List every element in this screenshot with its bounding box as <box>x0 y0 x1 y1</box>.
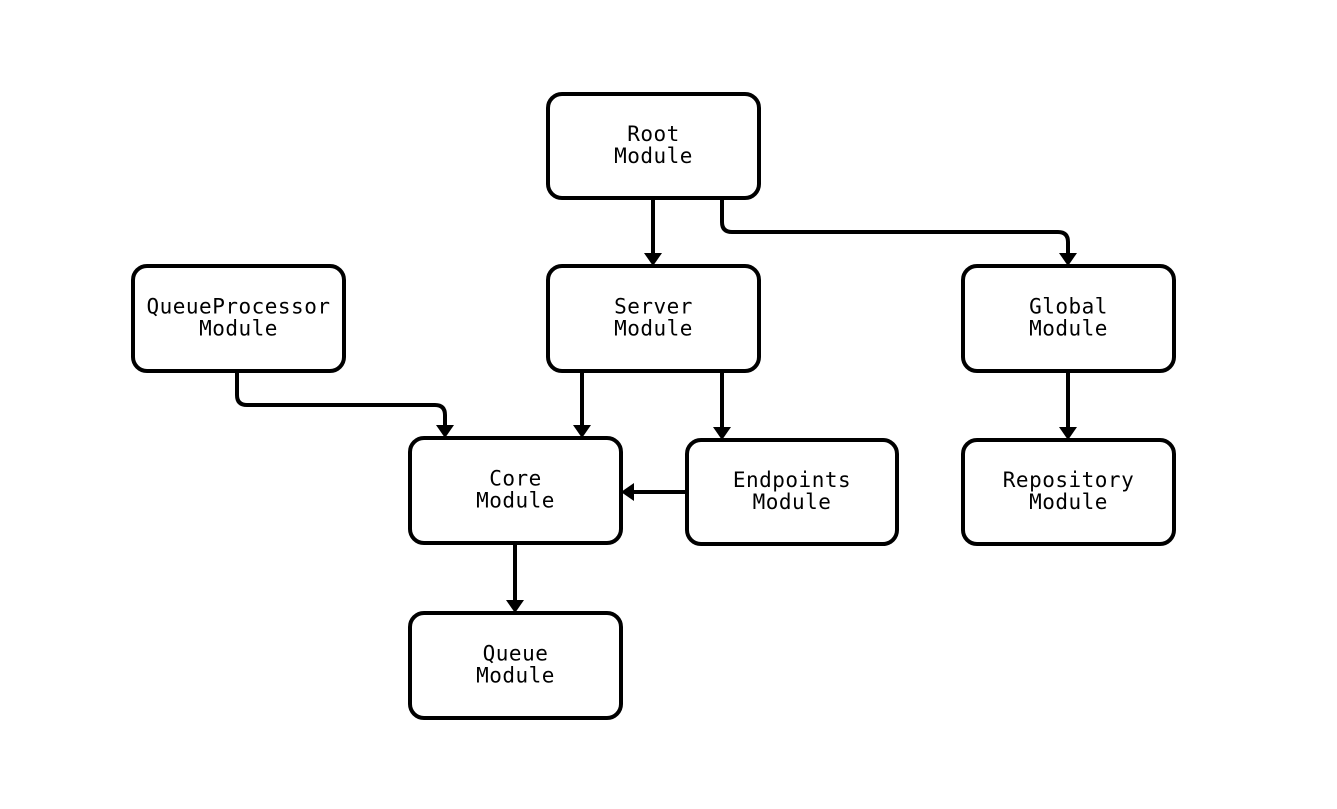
node-label-line1: Endpoints <box>733 468 851 492</box>
node-box[interactable] <box>546 264 761 373</box>
node-label-line2: Module <box>614 317 693 341</box>
arrowhead-icon <box>573 425 591 438</box>
edge-server-to-core <box>573 371 591 438</box>
arrowhead-icon <box>621 483 634 501</box>
edge-line <box>720 198 1070 254</box>
edge-queueprocessor-to-core <box>235 371 454 438</box>
edge-root-to-server <box>644 198 662 266</box>
arrowhead-icon <box>1059 427 1077 440</box>
node-label-line1: Server <box>614 295 693 319</box>
edge-endpoints-to-core <box>621 483 687 501</box>
nodes-layer: RootModuleQueueProcessorModuleServerModu… <box>131 92 1176 720</box>
node-label-line1: Queue <box>483 642 549 666</box>
arrowhead-icon <box>644 253 662 266</box>
arrowhead-icon <box>436 425 454 438</box>
node-box[interactable] <box>546 92 761 200</box>
node-label-line2: Module <box>476 489 555 513</box>
node-label-line1: Repository <box>1003 468 1134 492</box>
edge-root-to-global <box>720 198 1077 266</box>
node-label-line2: Module <box>1029 317 1108 341</box>
node-box[interactable] <box>408 436 623 545</box>
node-label-line2: Module <box>614 144 693 168</box>
arrowhead-icon <box>506 600 524 613</box>
node-label-line2: Module <box>476 664 555 688</box>
node-box[interactable] <box>408 611 623 720</box>
edge-core-to-queue <box>506 543 524 613</box>
node-label-line1: Core <box>489 467 542 491</box>
node-label-line1: QueueProcessor <box>146 295 330 319</box>
arrowhead-icon <box>1059 253 1077 266</box>
node-label-line1: Global <box>1029 295 1108 319</box>
node-label-line2: Module <box>753 490 832 514</box>
node-label-line2: Module <box>1029 490 1108 514</box>
edge-global-to-repository <box>1059 371 1077 440</box>
edges-layer <box>235 198 1077 613</box>
node-label-line2: Module <box>199 317 278 341</box>
edge-server-to-endpoints <box>713 371 731 440</box>
arrowhead-icon <box>713 427 731 440</box>
node-box[interactable] <box>131 264 346 373</box>
node-box[interactable] <box>961 264 1176 373</box>
edge-line <box>235 371 447 426</box>
node-box[interactable] <box>685 438 899 546</box>
node-label-line1: Root <box>627 122 680 146</box>
node-box[interactable] <box>961 438 1176 546</box>
